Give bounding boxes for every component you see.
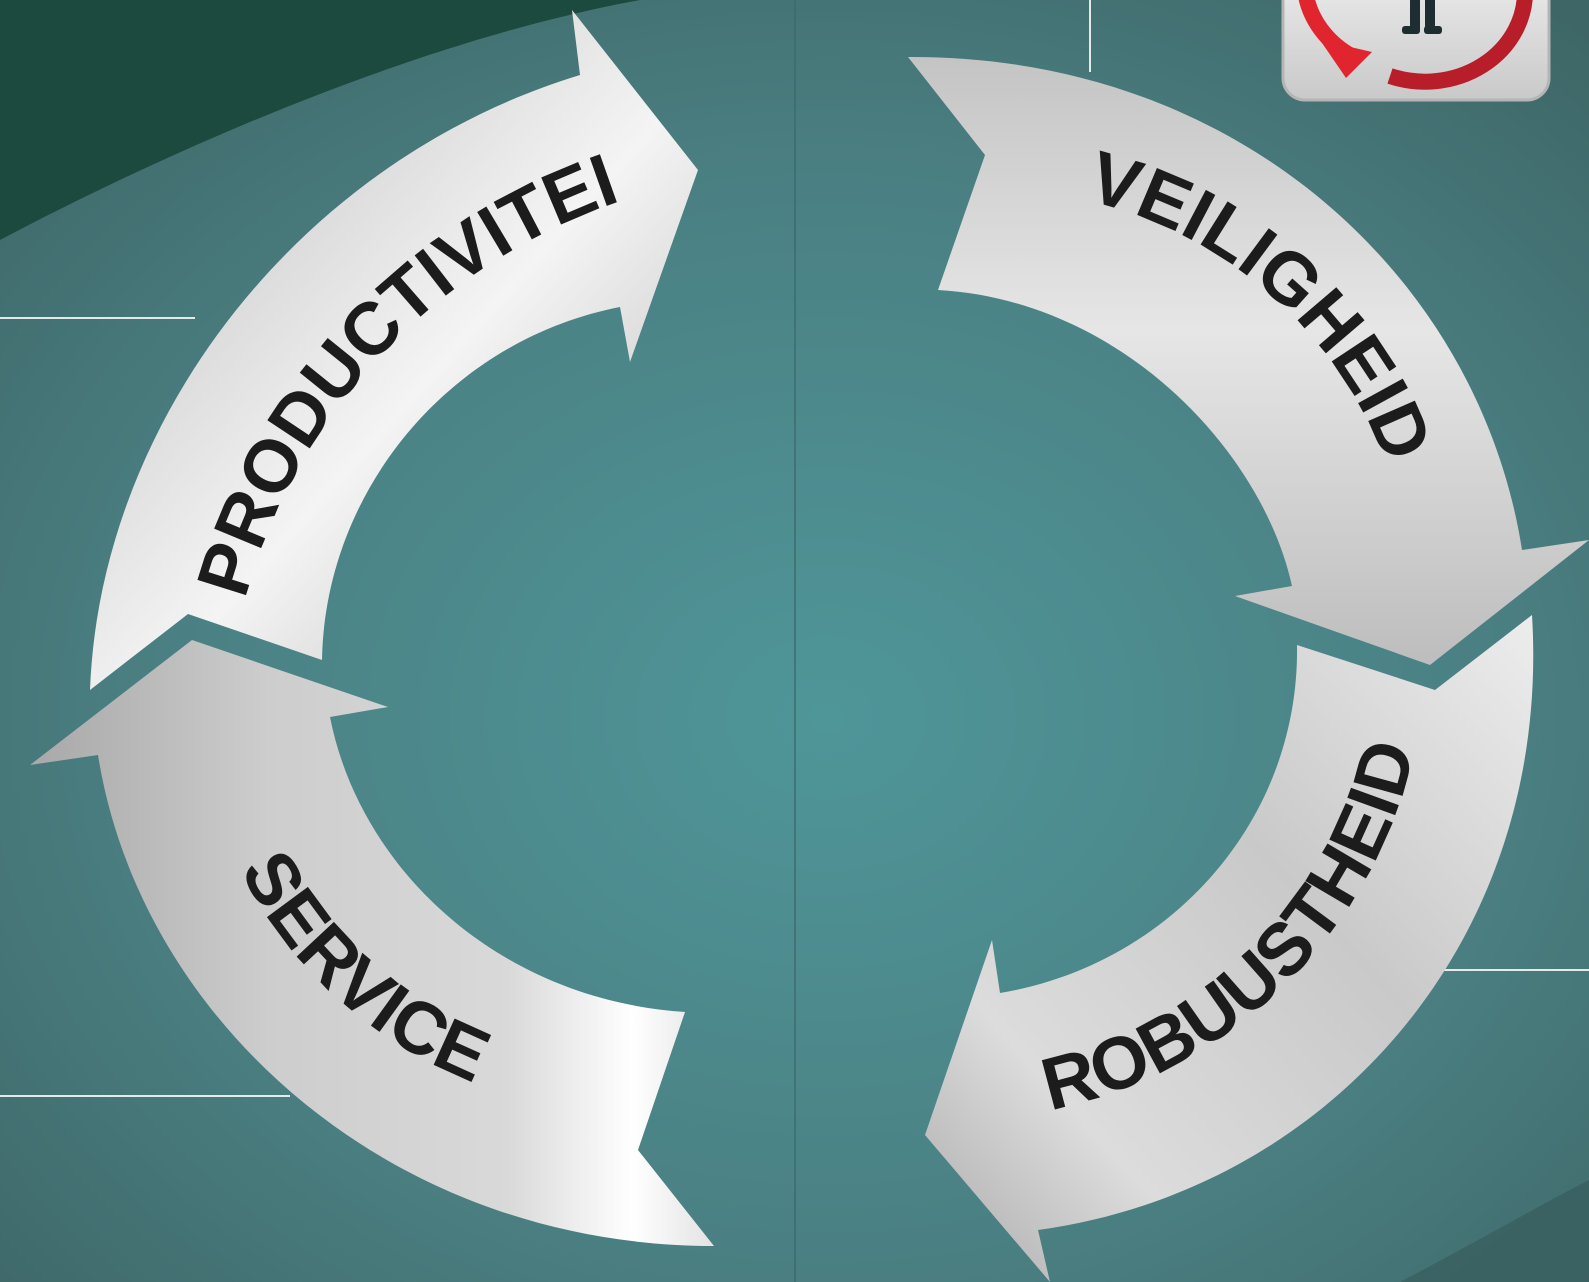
- logo: [1281, 0, 1551, 102]
- arrow-service: [30, 640, 714, 1246]
- arrow-productiviteit: [90, 10, 698, 690]
- dark-corner-band-bottom: [1400, 1180, 1589, 1282]
- arrow-veiligheid: [908, 56, 1589, 666]
- divider-lines: [0, 0, 1589, 1097]
- arrow-robuustheid: [925, 615, 1534, 1282]
- red-circular-arrows-with-person-icon: [1298, 0, 1533, 90]
- dark-corner-band: [0, 0, 640, 240]
